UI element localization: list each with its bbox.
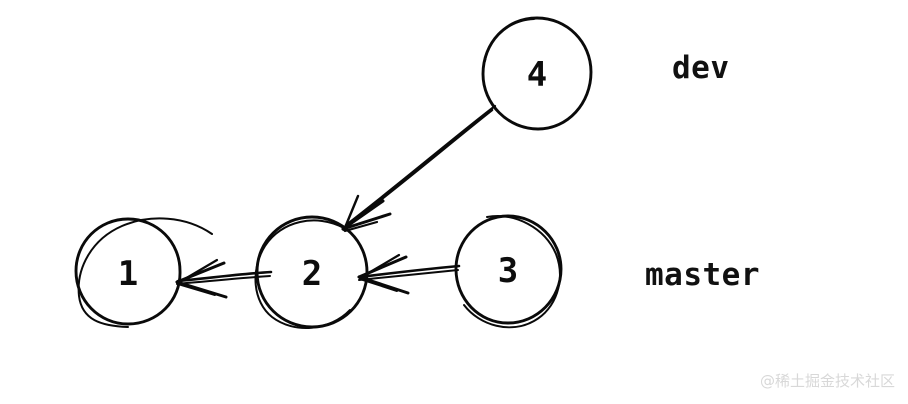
branch-label-dev: dev	[672, 50, 730, 86]
node-circle-overdraw	[463, 215, 561, 329]
commit-node-2[interactable]: 2	[254, 215, 369, 329]
node-circle-outline	[454, 214, 563, 325]
arrowhead-barb-extra2	[177, 283, 216, 296]
commit-node-label: 1	[118, 254, 138, 294]
branch-label-master: master	[645, 257, 760, 293]
commit-node-label: 2	[302, 254, 322, 294]
commit-node-label: 4	[527, 55, 547, 95]
edge-commit3-to-commit2	[357, 253, 461, 295]
arrowhead-barb-lower	[175, 280, 228, 299]
commit-node-label: 3	[498, 251, 518, 291]
node-circle-overdraw	[77, 217, 213, 328]
node-circle-outline	[74, 217, 182, 326]
commit-node-1[interactable]: 1	[74, 217, 213, 328]
watermark: @稀土掘金技术社区	[760, 372, 895, 390]
commit-node-3[interactable]: 3	[454, 214, 563, 329]
edge-commit2-to-commit1	[175, 258, 273, 299]
edge-line-secondary	[344, 104, 497, 227]
arrowhead-barb-upper	[341, 199, 385, 231]
edge-line-secondary	[176, 275, 271, 285]
arrowhead-barb-extra	[176, 258, 219, 285]
arrowhead-barb-extra2	[343, 220, 379, 233]
commit-node-4[interactable]: 4	[481, 16, 593, 131]
arrowhead-barb-lower	[341, 212, 392, 231]
edge-commit4-to-commit2	[341, 104, 497, 233]
node-circle-outline	[481, 16, 593, 131]
edge-line-primary	[176, 270, 273, 283]
node-circle-overdraw	[484, 18, 535, 62]
node-circle-overdraw	[254, 219, 351, 329]
edge-line-primary	[358, 264, 461, 279]
arrowhead-barb-extra	[342, 194, 360, 232]
